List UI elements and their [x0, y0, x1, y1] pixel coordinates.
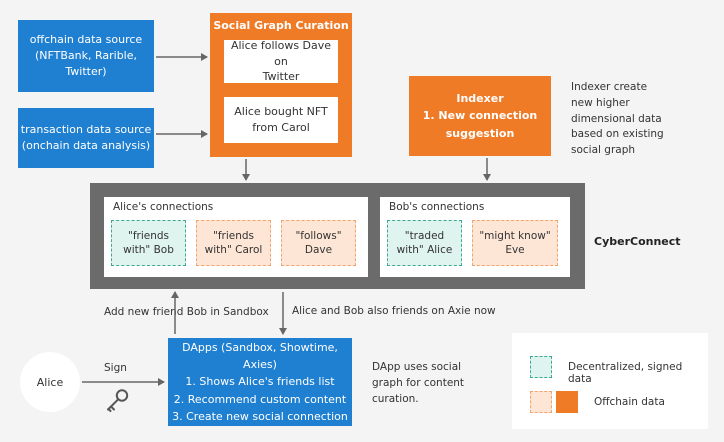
- add-friend-label: Add new friend Bob in Sandbox: [104, 306, 269, 318]
- indexer-note: Indexer create new higher dimensional da…: [571, 81, 664, 156]
- indexer-box: Indexer 1. New connection suggestion: [409, 76, 551, 156]
- dapps-box: DApps (Sandbox, Showtime, Axies) 1. Show…: [168, 338, 352, 426]
- connection-chip-might-know-eve: "might know" Eve: [472, 220, 558, 266]
- legend-swatch-decentralized: [530, 356, 552, 378]
- alice-connections-title: Alice's connections: [113, 201, 214, 213]
- social-graph-curation-box: Social Graph Curation Alice follows Dave…: [210, 13, 352, 157]
- connection-chip-follows-dave: "follows" Dave: [281, 220, 356, 266]
- legend-label-offchain: Offchain data: [594, 396, 665, 408]
- connection-chip-friends-bob: "friends with" Bob: [111, 220, 186, 266]
- social-graph-curation-title: Social Graph Curation: [213, 19, 349, 32]
- legend-swatch-offchain-peach: [530, 391, 552, 413]
- dapps-note: DApp uses social graph for content curat…: [372, 361, 465, 405]
- alice-connections-panel: Alice's connections "friends with" Bob "…: [104, 197, 368, 277]
- transaction-data-source-box: transaction data source (onchain data an…: [18, 108, 154, 168]
- key-icon: [107, 389, 129, 412]
- sign-label: Sign: [104, 362, 127, 374]
- bob-connections-title: Bob's connections: [389, 201, 485, 213]
- cyberconnect-box: Alice's connections "friends with" Bob "…: [90, 183, 585, 289]
- legend-swatch-offchain-orange: [556, 391, 578, 413]
- connection-chip-traded-alice: "traded with" Alice: [387, 220, 462, 266]
- alice-avatar: Alice: [20, 352, 80, 412]
- indexer-text: Indexer 1. New connection suggestion: [422, 92, 538, 140]
- curation-card-bought-nft: Alice bought NFT from Carol: [224, 97, 338, 143]
- legend: Decentralized, signed data Offchain data: [512, 333, 708, 429]
- cyberconnect-label: CyberConnect: [594, 235, 681, 248]
- also-friends-label: Alice and Bob also friends on Axie now: [292, 305, 496, 317]
- curation-card-follows: Alice follows Dave on Twitter: [224, 39, 338, 83]
- connection-chip-friends-carol: "friends with" Carol: [196, 220, 271, 266]
- offchain-data-source-box: offchain data source (NFTBank, Rarible, …: [18, 20, 154, 92]
- legend-label-decentralized: Decentralized, signed data: [568, 361, 683, 385]
- bob-connections-panel: Bob's connections "traded with" Alice "m…: [380, 197, 570, 277]
